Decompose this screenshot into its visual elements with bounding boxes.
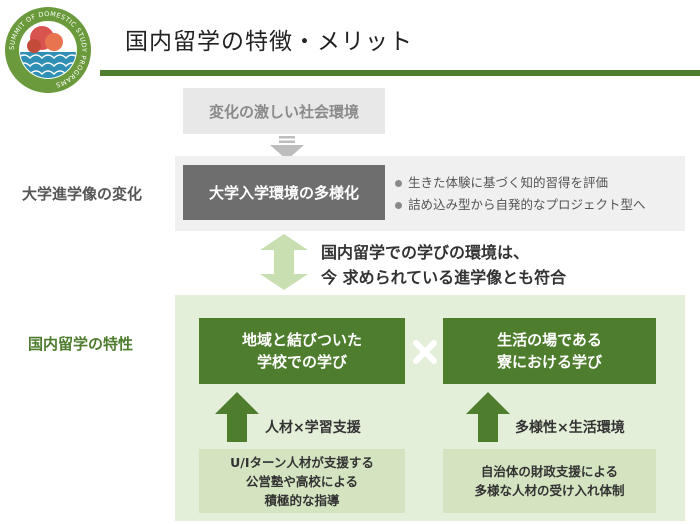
- up-arrow-icon: [466, 392, 510, 442]
- message-line-2: 今 求められている進学像とも符合: [321, 268, 567, 287]
- regional-school-box: 地域と結びついた 学校での学び: [199, 318, 405, 384]
- bullet-icon: [395, 202, 402, 209]
- double-arrow-icon: [258, 234, 310, 290]
- list-item: 生きた体験に基づく知的習得を評価: [395, 172, 646, 194]
- trait-label: 国内留学の特性: [28, 335, 134, 353]
- up-arrow-icon: [215, 392, 259, 442]
- bullet-list: 生きた体験に基づく知的習得を評価 詰め込み型から自発的なプロジェクト型へ: [395, 172, 646, 216]
- change-label: 大学進学像の変化: [22, 185, 143, 203]
- acceptance-detail-box: 自治体の財政支援による 多様な人材の受け入れ体制: [443, 449, 656, 513]
- title-underline: [100, 70, 700, 76]
- talent-learning-label: 人材×学習支援: [265, 420, 361, 436]
- dormitory-box: 生活の場である 寮における学び: [443, 318, 656, 384]
- support-detail-box: U/Iターン人材が支援する 公営塾や高校による 積極的な指導: [199, 449, 405, 513]
- list-item: 詰め込み型から自発的なプロジェクト型へ: [395, 194, 646, 216]
- admission-diversity-box: 大学入学環境の多様化: [183, 165, 385, 220]
- fit-message: 国内留学での学びの環境は、 今 求められている進学像とも符合: [321, 240, 566, 290]
- social-environment-box: 変化の激しい社会環境: [183, 88, 385, 134]
- summit-logo: SUMMIT OF DOMESTIC STUDY PROGRAMS: [4, 6, 92, 94]
- times-icon: [410, 337, 440, 367]
- page-title: 国内留学の特徴・メリット: [125, 29, 413, 55]
- diversity-living-label: 多様性×生活環境: [515, 420, 625, 436]
- message-line-1: 国内留学での学びの環境は、: [321, 243, 530, 262]
- down-arrow-icon: [268, 136, 306, 160]
- bullet-icon: [395, 180, 402, 187]
